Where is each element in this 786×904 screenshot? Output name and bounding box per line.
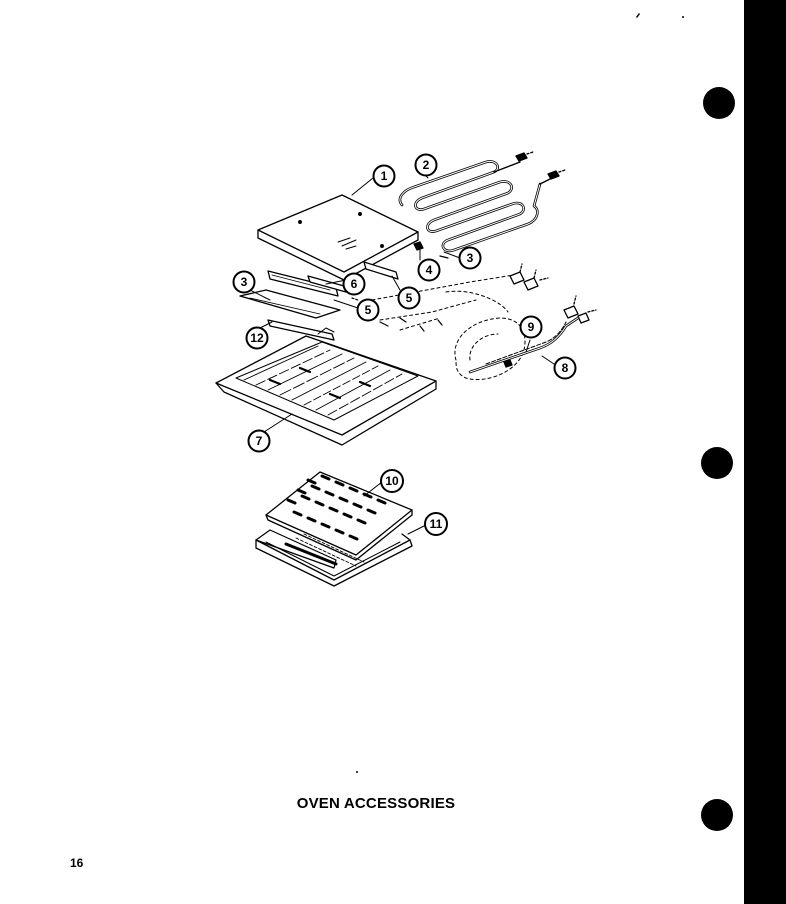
part-screw-bracket — [267, 319, 335, 341]
callout-9: 9 — [519, 315, 543, 339]
svg-text:11: 11 — [430, 517, 443, 531]
part-terminal-blocks — [509, 263, 597, 324]
svg-text:10: 10 — [385, 474, 399, 488]
svg-text:4: 4 — [426, 263, 433, 277]
diagram-caption: OVEN ACCESSORIES — [296, 795, 456, 812]
part-broil-pan — [255, 529, 413, 587]
callout-8: 8 — [553, 356, 577, 380]
callout-3-left: 3 — [232, 270, 256, 294]
svg-text:1: 1 — [381, 169, 388, 183]
binder-hole-bottom — [701, 799, 733, 831]
svg-text:5: 5 — [365, 303, 372, 317]
binder-hole-top — [703, 87, 735, 119]
part-oven-bottom — [215, 335, 437, 446]
callout-5-right: 5 — [397, 286, 421, 310]
page-number: 16 — [70, 856, 84, 870]
svg-text:3: 3 — [241, 275, 248, 289]
part-bake-element — [468, 316, 580, 374]
svg-text:3: 3 — [467, 251, 474, 265]
svg-text:6: 6 — [351, 277, 358, 291]
callout-2: 2 — [414, 153, 438, 177]
callout-6: 6 — [342, 272, 366, 296]
svg-text:9: 9 — [528, 320, 535, 334]
callout-10: 10 — [380, 469, 404, 493]
callout-3-right: 3 — [458, 246, 482, 270]
part-broil-element — [398, 151, 566, 253]
svg-text:5: 5 — [406, 291, 413, 305]
callout-4: 4 — [417, 258, 441, 282]
svg-text:12: 12 — [250, 331, 264, 345]
binder-hole-middle — [701, 447, 733, 479]
callout-1: 1 — [372, 164, 396, 188]
part-broil-element-cover — [257, 194, 419, 281]
part-phantom-wiring — [371, 273, 526, 380]
callout-11: 11 — [424, 512, 448, 536]
svg-text:8: 8 — [562, 361, 569, 375]
callout-7: 7 — [247, 429, 271, 453]
callout-12: 12 — [245, 326, 269, 350]
page-edge-bar — [744, 0, 786, 904]
callout-5-left: 5 — [356, 298, 380, 322]
svg-text:7: 7 — [256, 434, 263, 448]
svg-text:2: 2 — [423, 158, 430, 172]
scan-specks — [356, 13, 684, 773]
part-broil-pan-insert — [265, 471, 413, 561]
